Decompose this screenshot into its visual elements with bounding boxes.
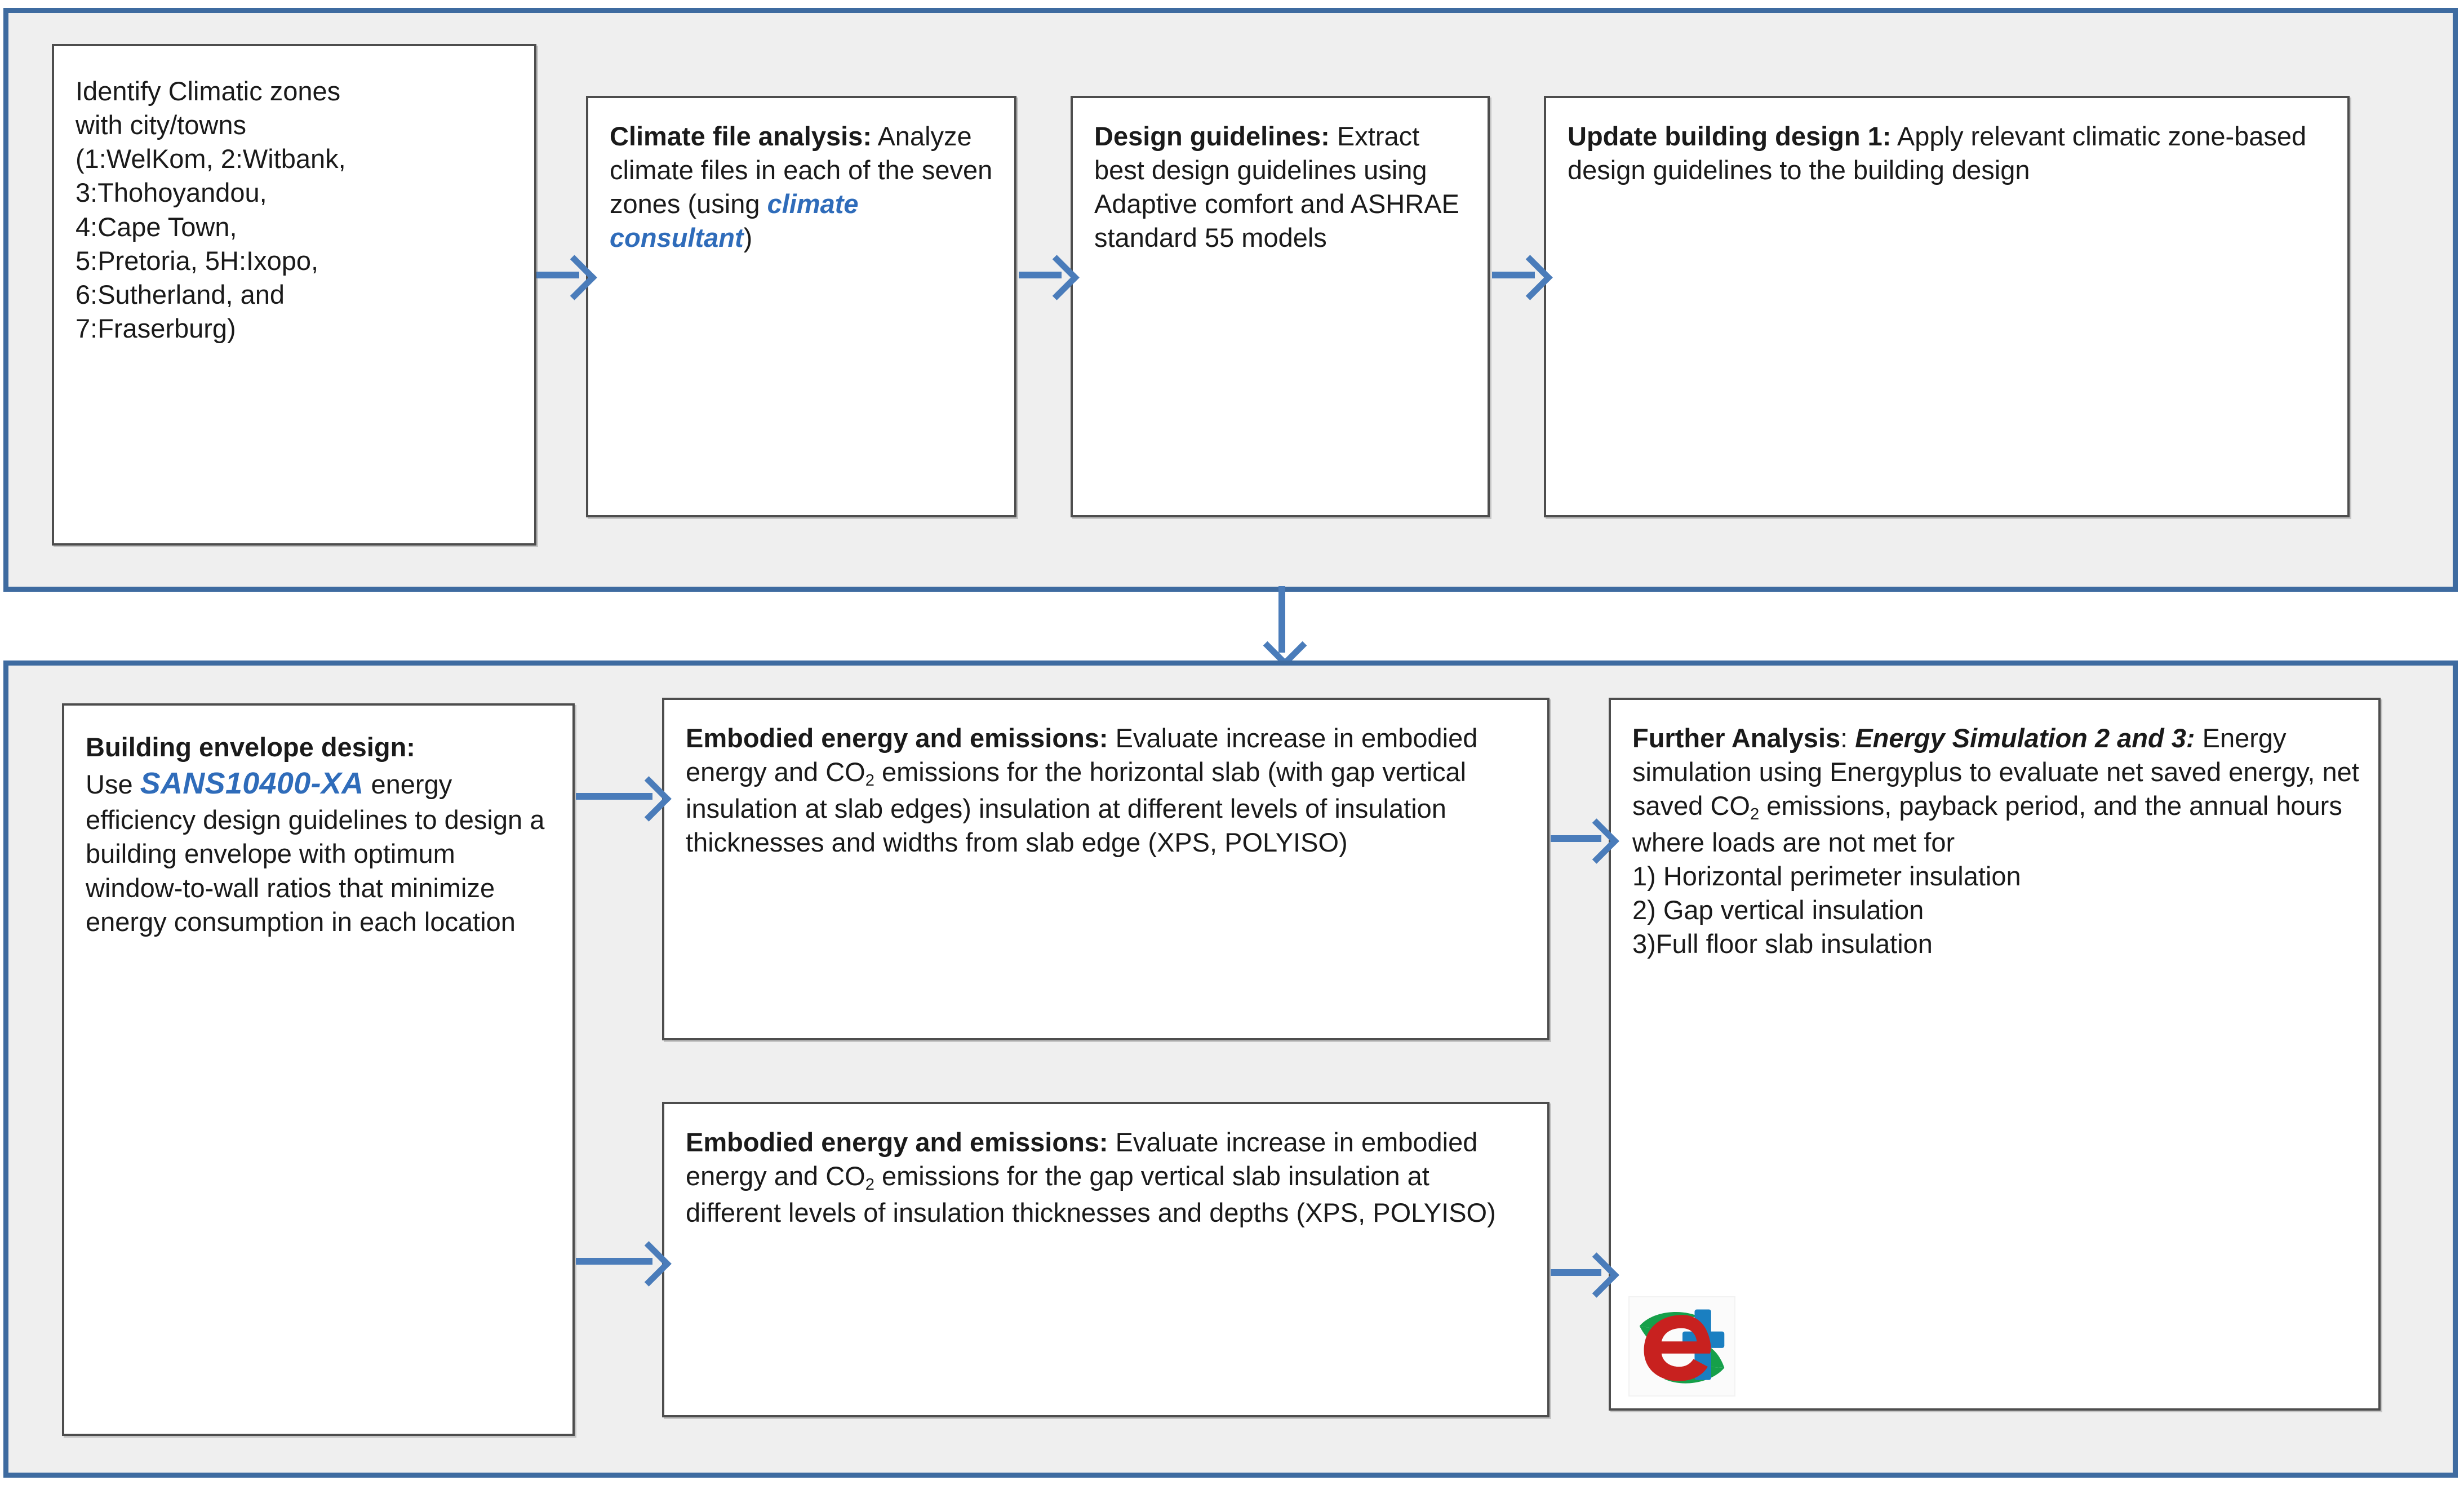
process-box-embodied-energy-horizontal-slab[interactable]: Embodied energy and emissions: Evaluate … (662, 698, 1550, 1040)
envelope-paragraph: Building envelope design: Use SANS10400-X… (86, 730, 553, 939)
ee2-body-part2: emissions for the gap vertical slab insu… (686, 1161, 1496, 1227)
zones-line-4: 3:Thohoyandou, (76, 178, 267, 208)
ee2-heading: Embodied energy and emissions: (686, 1127, 1108, 1157)
climate-tail: ) (743, 223, 753, 253)
energyplus-logo-icon (1628, 1296, 1735, 1397)
further-list-item-1: 1) Horizontal perimeter insulation (1632, 861, 2021, 891)
further-list-item-2: 2) Gap vertical insulation (1632, 895, 1924, 925)
arrow-top-to-bottom-icon (1263, 586, 1307, 668)
guidelines-paragraph: Design guidelines: Extract best design g… (1094, 119, 1468, 255)
further-list-item-3: 3)Full floor slab insulation (1632, 929, 1933, 959)
further-heading: Further Analysis (1632, 723, 1841, 753)
further-body-part2: emissions, payback period, and the annua… (1632, 791, 2342, 857)
zones-line-7: 6:Sutherland, and (76, 279, 285, 309)
update-heading: Update building design 1: (1568, 121, 1892, 151)
process-box-update-building-design-1[interactable]: Update building design 1: Apply relevant… (1544, 96, 2350, 517)
update-body: Apply relevant climatic zone-based desig… (1568, 121, 2307, 185)
further-subscript: 2 (1750, 805, 1760, 824)
process-box-further-analysis[interactable]: Further Analysis: Energy Simulation 2 an… (1609, 698, 2381, 1411)
ee1-paragraph: Embodied energy and emissions: Evaluate … (686, 721, 1528, 859)
further-body-part1: Energy simulation using Energyplus to ev… (1632, 723, 2359, 821)
guidelines-body: Extract best design guidelines using Ada… (1094, 121, 1459, 253)
process-box-building-envelope-design[interactable]: Building envelope design: Use SANS10400-X… (62, 703, 575, 1436)
zones-line-5: 4:Cape Town, (76, 211, 237, 242)
ee2-body-part1: Evaluate increase in embodied energy and… (686, 1127, 1478, 1191)
envelope-body: energy efficiency design guidelines to d… (86, 769, 545, 937)
ee2-subscript: 2 (865, 1176, 874, 1194)
process-box-embodied-energy-gap-vertical-slab[interactable]: Embodied energy and emissions: Evaluate … (662, 1102, 1550, 1417)
sans10400xa-brand: SANS10400-XA (140, 766, 364, 801)
further-paragraph: Further Analysis: Energy Simulation 2 an… (1632, 721, 2359, 859)
zones-line-3: (1:WelKom, 2:Witbank, (76, 144, 346, 174)
zones-line-2: with city/towns (76, 110, 246, 140)
climate-heading: Climate file analysis: (610, 121, 872, 151)
ee1-heading: Embodied energy and emissions: (686, 723, 1108, 753)
ee2-paragraph: Embodied energy and emissions: Evaluate … (686, 1125, 1528, 1230)
process-box-climate-file-analysis[interactable]: Climate file analysis: Analyze climate f… (586, 96, 1016, 517)
envelope-heading: Building envelope design: (86, 732, 415, 762)
climate-body: Analyze climate files in each of the sev… (610, 121, 993, 219)
process-box-design-guidelines[interactable]: Design guidelines: Extract best design g… (1071, 96, 1490, 517)
zones-line-8: 7:Fraserburg) (76, 313, 236, 344)
ee1-body-part2: emissions for the horizontal slab (with … (686, 757, 1467, 857)
update-paragraph: Update building design 1: Apply relevant… (1568, 119, 2328, 187)
climate-consultant-brand: climate consultant (610, 189, 859, 253)
guidelines-heading: Design guidelines: (1094, 121, 1330, 151)
ee1-body-part1: Evaluate increase in embodied energy and… (686, 723, 1478, 787)
ee1-subscript: 2 (865, 772, 874, 790)
envelope-lead: Use (86, 769, 140, 800)
further-emphasis: Energy Simulation 2 and 3: (1855, 723, 2195, 753)
zones-line-1: Identify Climatic zones (76, 76, 341, 106)
process-box-identify-climatic-zones[interactable]: Identify Climatic zones with city/towns … (52, 44, 536, 546)
zones-line-6: 5:Pretoria, 5H:Ixopo, (76, 245, 319, 276)
further-heading-sep: : (1840, 723, 1855, 753)
climate-paragraph: Climate file analysis: Analyze climate f… (610, 119, 995, 255)
